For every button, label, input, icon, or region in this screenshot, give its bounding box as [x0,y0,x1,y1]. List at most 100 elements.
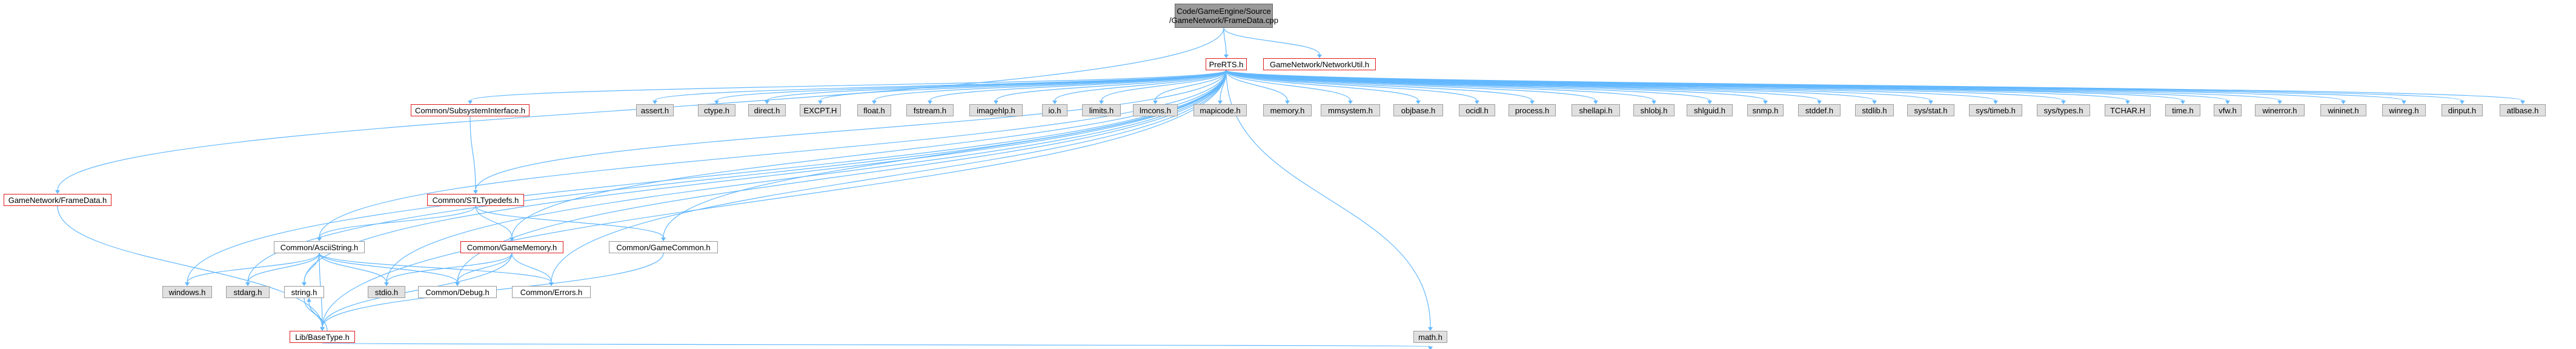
edge-prerts-to-gamecommon [663,70,1227,238]
arrowhead-prerts-to-atlbase [2520,101,2525,104]
arrowhead-root-to-prerts [1224,55,1229,58]
edge-gamememory-to-debug [457,253,513,283]
edge-prerts-to-basetype [322,70,1227,328]
arrowhead-prerts-to-objbase [1416,101,1421,104]
edge-asciistring-to-string [304,253,320,283]
edge-prerts-to-debug [457,70,1227,283]
arrowhead-basetype-to-string [307,298,311,302]
node-subsysteminterface-h[interactable]: Common/SubsystemInterface.h [411,104,529,116]
edge-prerts-to-subsys [470,70,1227,101]
edge-gamememory-to-stdio [386,253,513,283]
edge-prerts-to-math [1226,70,1431,328]
node-float-h[interactable]: float.h [857,104,891,116]
node-networkutil-h[interactable]: GameNetwork/NetworkUtil.h [1263,58,1376,70]
node-gamecommon-h[interactable]: Common/GameCommon.h [609,241,718,253]
arrowhead-prerts-to-winreg [2402,101,2406,104]
edge-prerts-to-imagehlp [995,70,1227,101]
node-wininet-h[interactable]: wininet.h [2320,104,2366,116]
node-stddef-h[interactable]: stddef.h [1798,104,1841,116]
edge-framedata-to-basetype [57,205,323,328]
arrowhead-prerts-to-winerror [2277,101,2282,104]
node-framedata-h[interactable]: GameNetwork/FrameData.h [4,194,111,206]
node-process-h[interactable]: process.h [1509,104,1556,116]
arrowhead-gamememory-to-stdio [384,282,389,286]
arrowhead-asciistring-to-string [302,282,307,286]
node-ocidl-h[interactable]: ocidl.h [1459,104,1495,116]
arrowhead-prerts-to-snmp [1763,101,1768,104]
arrowhead-prerts-to-mapicode [1218,101,1223,104]
node-sys-types-h[interactable]: sys/types.h [2037,104,2090,116]
node-memory-h[interactable]: memory.h [1263,104,1312,116]
arrowhead-asciistring-to-stdarg [245,282,250,286]
arrowhead-prerts-to-process [1530,101,1535,104]
node-assert-h[interactable]: assert.h [636,104,674,116]
node-tchar-h[interactable]: TCHAR.H [2105,104,2151,116]
node-objbase-h[interactable]: objbase.h [1393,104,1443,116]
node-framedata-cpp[interactable]: Code/GameEngine/Source /GameNetwork/Fram… [1169,4,1278,28]
node-snmp-h[interactable]: snmp.h [1747,104,1784,116]
node-mapicode-h[interactable]: mapicode.h [1193,104,1247,116]
node-time-h[interactable]: time.h [2165,104,2200,116]
node-imagehlp-h[interactable]: imagehlp.h [969,104,1023,116]
node-sys-stat-h[interactable]: sys/stat.h [1907,104,1954,116]
edge-prerts-to-limits [1101,70,1227,101]
edge-prerts-to-memory [1226,70,1288,101]
arrowhead-prerts-to-time [2180,101,2185,104]
node-excpt-h[interactable]: EXCPT.H [800,104,841,116]
arrowhead-prerts-to-memory [1285,101,1290,104]
edge-stltypedefs-to-gamememory [475,205,513,238]
node-asciistring-h[interactable]: Common/AsciiString.h [274,241,365,253]
node-winreg-h[interactable]: winreg.h [2382,104,2426,116]
node-ctype-h[interactable]: ctype.h [698,104,735,116]
node-string-h[interactable]: string.h [284,286,324,298]
node-stdio-h[interactable]: stdio.h [368,286,405,298]
node-debug-h[interactable]: Common/Debug.h [418,286,497,298]
node-direct-h[interactable]: direct.h [748,104,786,116]
node-math-h[interactable]: math.h [1413,331,1447,343]
node-limits-h[interactable]: limits.h [1082,104,1121,116]
node-basetype-h[interactable]: Lib/BaseType.h [290,331,355,343]
node-gamememory-h[interactable]: Common/GameMemory.h [460,241,563,253]
edge-stltypedefs-to-gamecommon [475,205,664,238]
node-dinput-h[interactable]: dinput.h [2442,104,2483,116]
arrowhead-stltypedefs-to-asciistring [317,238,322,241]
node-prerts-h[interactable]: PreRTS.h [1206,58,1247,70]
node-vfw-h[interactable]: vfw.h [2214,104,2242,116]
edge-prerts-to-io [1054,70,1227,101]
node-windows-h[interactable]: windows.h [162,286,212,298]
node-io-h[interactable]: io.h [1042,104,1067,116]
arrowhead-prerts-to-subsys [468,101,473,104]
arrowhead-prerts-to-systypes [2061,101,2066,104]
arrowhead-prerts-to-lmcons [1153,101,1158,104]
arrowhead-prerts-to-shlguid [1707,101,1712,104]
node-stltypedefs-h[interactable]: Common/STLTypedefs.h [427,194,524,206]
edge-asciistring-to-windows [187,253,320,283]
node-shellapi-h[interactable]: shellapi.h [1572,104,1620,116]
arrowhead-prerts-to-tchar [2125,101,2130,104]
node-sys-timeb-h[interactable]: sys/timeb.h [1969,104,2022,116]
arrowhead-stltypedefs-to-gamememory [510,238,514,241]
node-shlguid-h[interactable]: shlguid.h [1687,104,1733,116]
arrowhead-prerts-to-ocidl [1475,101,1479,104]
edge-asciistring-to-stdarg [247,253,320,283]
node-stdlib-h[interactable]: stdlib.h [1855,104,1894,116]
edge-stltypedefs-to-asciistring [319,205,476,238]
arrowhead-prerts-to-systimeb [1993,101,1998,104]
node-lmcons-h[interactable]: lmcons.h [1133,104,1178,116]
node-winerror-h[interactable]: winerror.h [2255,104,2305,116]
arrowhead-prerts-to-stddef [1817,101,1822,104]
node-stdarg-h[interactable]: stdarg.h [226,286,270,298]
arrowhead-stltypedefs-to-gamecommon [661,238,666,241]
arrowhead-prerts-to-shellapi [1593,101,1598,104]
arrowhead-prerts-to-ctype [714,101,719,104]
arrowhead-prerts-to-math [1428,327,1433,331]
edge-prerts-to-fstream [929,70,1227,101]
node-errors-h[interactable]: Common/Errors.h [512,286,591,298]
node-shlobj-h[interactable]: shlobj.h [1633,104,1675,116]
node-atlbase-h[interactable]: atlbase.h [2500,104,2546,116]
arrowhead-prerts-to-excpt [818,101,823,104]
node-mmsystem-h[interactable]: mmsystem.h [1321,104,1380,116]
node-fstream-h[interactable]: fstream.h [906,104,954,116]
edge-subsys-to-stltypedefs [470,116,476,191]
